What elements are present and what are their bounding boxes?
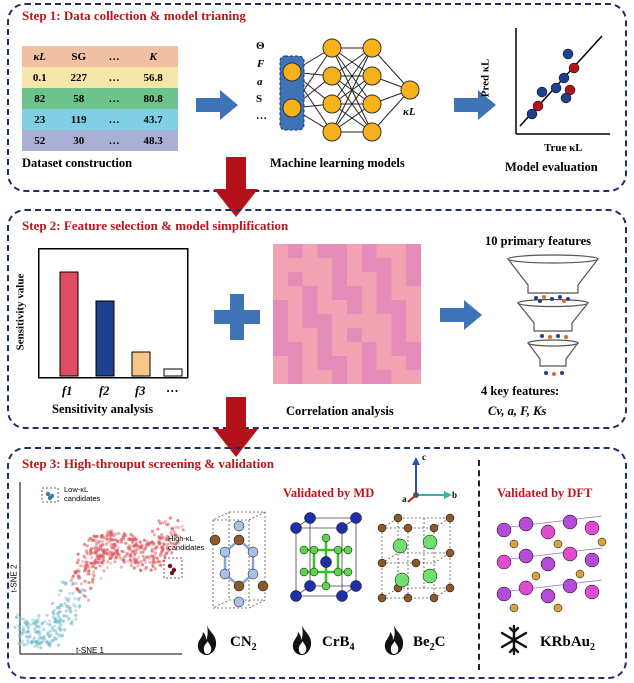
plus-icon [214, 294, 260, 340]
table-header-k: K [149, 50, 157, 63]
tsne-scatter [14, 482, 185, 655]
ml-input-a: a [257, 76, 263, 88]
md-label: Validated by MD [283, 486, 375, 500]
right-arrow-icon [454, 90, 496, 120]
tsne-low-label: Low-κL candidates [64, 485, 101, 503]
dataset-table: κL SG … K 0.1 227 … 56.8 82 58 … 80.8 23 119 … 43… [22, 46, 178, 151]
neural-network-diagram [279, 38, 420, 142]
axis-c-label: c [422, 452, 426, 462]
table-cell: 119 [70, 113, 87, 126]
flame-icon [384, 625, 404, 655]
table-cell: 23 [34, 113, 46, 126]
eval-ylabel: Pred κL [479, 58, 492, 98]
ml-output-kl: κL [403, 106, 416, 118]
compound-crb4: CrB4 [322, 634, 355, 653]
axis-a-label: a [402, 494, 407, 504]
step1-title: Step 1: Data collection & model trianing [22, 8, 246, 23]
table-cell: 0.1 [32, 71, 47, 84]
compound-be2c: Be2C [413, 634, 446, 653]
step3-title: Step 3: High-throuput screening & valida… [22, 456, 274, 471]
cn2-structure [209, 511, 269, 609]
tsne-xlabel: t-SNE 1 [76, 646, 105, 655]
table-cell: 56.8 [143, 71, 163, 84]
krbau2-structure [496, 514, 607, 613]
table-cell: 30 [73, 134, 85, 147]
table-cell: … [108, 92, 120, 105]
dataset-label: Dataset construction [22, 156, 133, 170]
sens-tick-f3: f3 [135, 384, 146, 398]
table-cell: 48.3 [143, 134, 163, 147]
compound-krbau2: KRbAu2 [540, 634, 596, 653]
axis-b-label: b [452, 490, 458, 500]
table-cell: 43.7 [143, 113, 163, 126]
be2c-structure [377, 513, 455, 603]
ml-input-theta: Θ [256, 40, 265, 52]
ml-input-s: S [256, 93, 263, 105]
step3-panel [7, 447, 627, 679]
key-features-label: 4 key features: [481, 384, 560, 398]
table-cell: 52 [34, 134, 46, 147]
down-arrow-icon [214, 157, 258, 217]
key-features-list: Cv, a, F, Ks [488, 404, 547, 418]
sensitivity-bar-chart [38, 248, 189, 379]
table-cell: … [108, 71, 120, 84]
primary-features-label: 10 primary features [485, 234, 591, 248]
table-row: 52 30 … 48.3 [22, 130, 178, 151]
ml-input-ellipsis: … [256, 110, 267, 122]
step2-panel [7, 209, 627, 429]
lattice-axes-icon [407, 457, 452, 503]
dft-label: Validated by DFT [497, 486, 593, 500]
sens-ylabel: Sensitivity value [14, 273, 27, 351]
table-cell: 58 [73, 92, 85, 105]
table-header-sg: SG [71, 50, 87, 63]
eval-xlabel: True κL [544, 142, 583, 154]
sens-tick-f2: f2 [99, 384, 110, 398]
table-cell: 82 [34, 92, 46, 105]
table-header-ellipsis: … [108, 50, 120, 63]
ml-input-f: F [257, 58, 265, 70]
flame-icon [292, 625, 312, 655]
table-cell: … [108, 113, 120, 126]
table-cell: 227 [70, 71, 87, 84]
table-header-kl: κL [33, 50, 46, 63]
compound-cn2: CN2 [230, 634, 257, 653]
right-arrow-icon [440, 300, 482, 330]
down-arrow-icon [214, 397, 258, 457]
table-cell: … [108, 134, 120, 147]
step1-panel [7, 3, 627, 192]
ml-label: Machine learning models [270, 156, 405, 170]
eval-label: Model evaluation [505, 160, 598, 174]
step2-title: Step 2: Feature selection & model simpli… [22, 218, 289, 233]
sens-tick-ellipsis: … [166, 381, 179, 395]
table-row: 0.1 227 … 56.8 [22, 67, 178, 88]
flame-icon [197, 625, 217, 655]
sens-tick-f1: f1 [62, 384, 73, 398]
right-arrow-icon [196, 90, 238, 120]
section-divider [478, 460, 480, 670]
tsne-high-label: High-κL candidates [168, 534, 205, 552]
correlation-heatmap [273, 244, 421, 384]
snowflake-icon [500, 624, 528, 656]
table-row: 23 119 … 43.7 [22, 109, 178, 130]
funnel-icon [506, 254, 600, 376]
tsne-ylabel: t-SNE 2 [9, 564, 19, 593]
table-header-row: κL SG … K [22, 46, 178, 67]
crb4-structure [290, 512, 362, 602]
sens-label: Sensitivity analysis [52, 402, 154, 416]
evaluation-scatter [515, 28, 610, 135]
corr-label: Correlation analysis [286, 404, 394, 418]
table-row: 82 58 … 80.8 [22, 88, 178, 109]
table-cell: 80.8 [143, 92, 163, 105]
